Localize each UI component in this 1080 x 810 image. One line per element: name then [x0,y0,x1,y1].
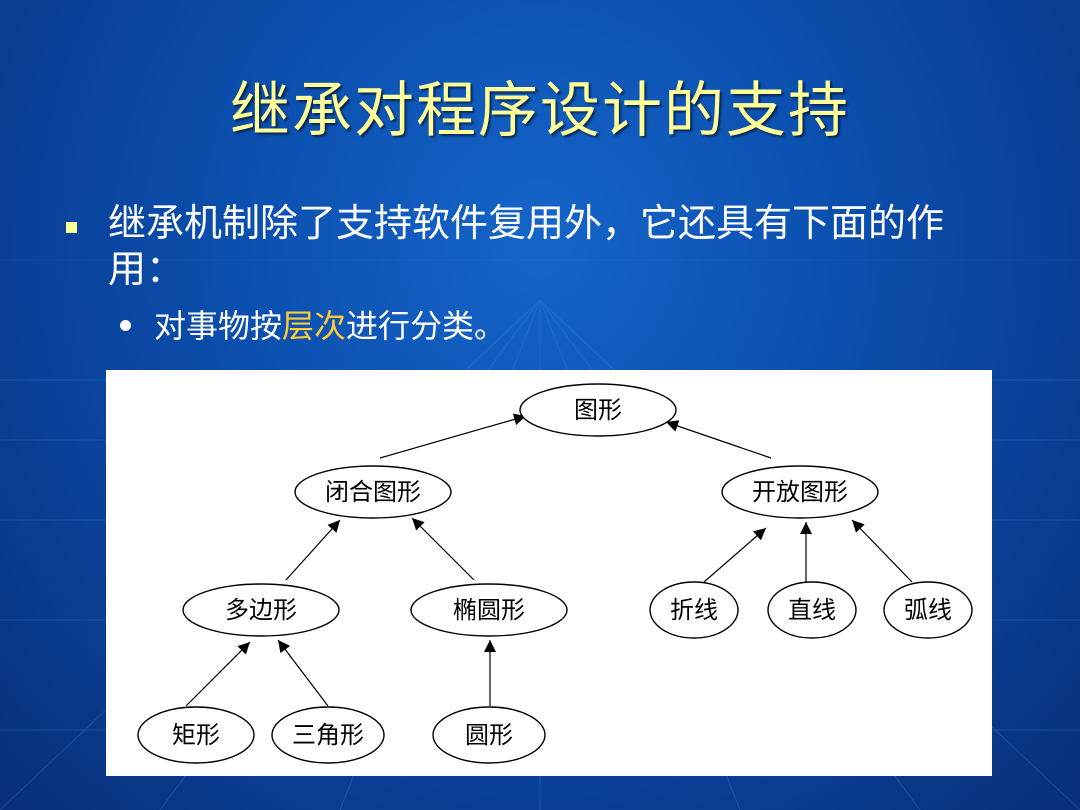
bullet-sub-prefix: 对事物按 [154,307,283,345]
node-polygon-label: 多边形 [225,596,297,624]
node-circle: 圆形 [432,706,546,764]
round-bullet-icon [120,320,131,331]
node-polyline-ellipse [649,581,739,639]
hierarchy-diagram: 图形闭合图形 开放图形多边形 椭圆形 折线 直线 弧线矩形 三角形 圆形 [106,370,992,776]
edge-rect-polygon [185,641,251,707]
node-rect-label: 矩形 [172,721,220,749]
bullet-sub-suffix: 进行分类。 [346,307,507,345]
node-shape-label: 图形 [574,396,622,424]
node-ellipse-label: 椭圆形 [453,596,525,624]
node-polyline: 折线 [649,581,739,639]
node-shape: 图形 [519,383,677,437]
edge-arc-open [851,519,913,583]
node-closed: 闭合图形 [294,465,452,519]
node-arc-ellipse [883,581,973,639]
node-shape-ellipse [519,383,677,437]
edge-triangle-polygon [277,639,329,707]
bullet-main-text: 继承机制除了支持软件复用外，它还具有下面的作用： [108,201,945,291]
node-arc: 弧线 [883,581,973,639]
edge-ellipse-closed [411,517,475,581]
node-open: 开放图形 [721,465,879,519]
square-bullet-icon [66,222,77,233]
edge-open-shape [665,420,772,459]
node-polyline-label: 折线 [670,596,718,624]
node-ellipse: 椭圆形 [410,583,568,637]
node-open-ellipse [721,465,879,519]
edge-polygon-closed [285,519,341,581]
node-arc-label: 弧线 [904,596,952,624]
node-circle-ellipse [432,706,546,764]
node-triangle: 三角形 [271,706,385,764]
bullet-sub-highlight: 层次 [282,307,347,345]
node-triangle-ellipse [271,706,385,764]
node-polygon-ellipse [182,583,340,637]
node-line: 直线 [767,581,857,639]
node-open-label: 开放图形 [752,478,848,506]
node-rect: 矩形 [137,706,255,764]
node-polygon: 多边形 [182,583,340,637]
node-circle-label: 圆形 [465,721,513,749]
node-line-label: 直线 [788,596,836,624]
node-closed-ellipse [294,465,452,519]
node-triangle-label: 三角形 [292,721,364,749]
node-line-ellipse [767,581,857,639]
edge-polyline-open [703,527,767,583]
bullet-sub-text: 对事物按层次进行分类。 [154,306,506,346]
node-ellipse-ellipse [410,583,568,637]
node-rect-ellipse [137,706,255,764]
slide-title: 继承对程序设计的支持 [230,76,850,146]
edge-closed-shape [379,413,527,459]
node-closed-label: 闭合图形 [325,478,421,506]
